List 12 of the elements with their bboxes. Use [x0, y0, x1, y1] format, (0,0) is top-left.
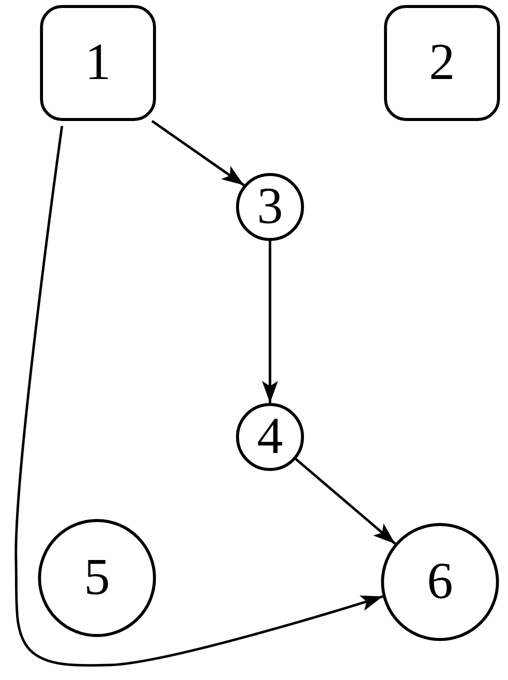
arrow — [295, 458, 396, 545]
arrow — [14, 126, 384, 667]
node-label: 1 — [85, 37, 111, 89]
node-label: 5 — [84, 552, 110, 604]
arrow — [262, 241, 278, 403]
node-label: 4 — [257, 411, 283, 463]
arrow — [151, 120, 245, 186]
node-label: 3 — [257, 181, 283, 233]
node-label: 2 — [429, 37, 455, 89]
node-label: 6 — [427, 556, 453, 608]
rounded-box-node — [40, 5, 156, 121]
rounded-box-node — [384, 5, 500, 121]
